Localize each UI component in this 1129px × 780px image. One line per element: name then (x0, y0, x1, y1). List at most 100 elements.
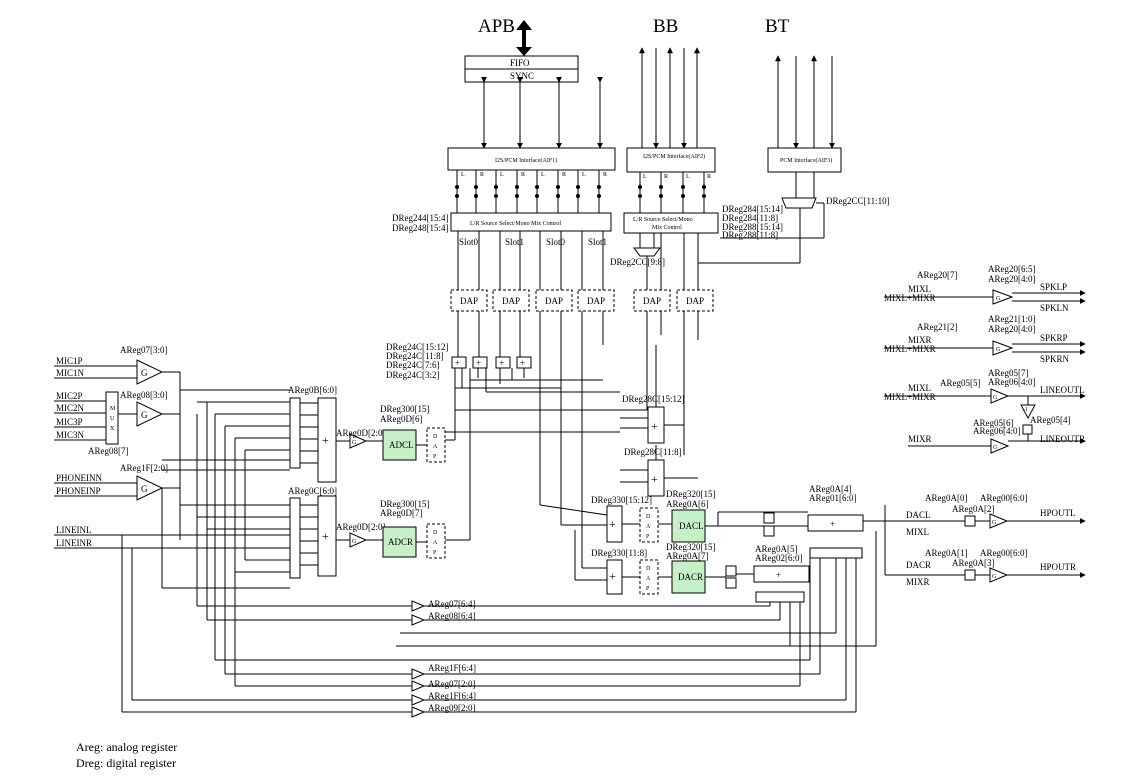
svg-text:AReg0A[5]: AReg0A[5] (755, 544, 798, 554)
svg-text:MIXL: MIXL (906, 527, 929, 537)
svg-text:AReg07[2:0]: AReg07[2:0] (428, 679, 476, 689)
svg-text:AReg07[6:4]: AReg07[6:4] (428, 599, 476, 609)
svg-text:+: + (322, 433, 329, 447)
svg-text:L: L (461, 172, 465, 178)
svg-text:DReg288[11:8]: DReg288[11:8] (722, 230, 778, 240)
svg-text:DAP: DAP (686, 296, 704, 306)
input-bus (121, 372, 290, 712)
svg-text:+: + (476, 358, 481, 368)
svg-text:AReg21[1:0]: AReg21[1:0] (988, 314, 1036, 324)
svg-text:AReg0A[6]: AReg0A[6] (666, 499, 709, 509)
svg-text:DReg24C[11:8]: DReg24C[11:8] (386, 351, 444, 361)
svg-text:P: P (646, 586, 650, 592)
svg-text:X: X (110, 426, 115, 432)
svg-text:AReg1F[6:4]: AReg1F[6:4] (428, 691, 476, 701)
hpout-chains: AReg0A[0] AReg00[6:0] AReg0A[2] DACL MIX… (885, 493, 1086, 587)
aif1-block: I2S/PCM Interface(AIF1) (447, 147, 616, 171)
svg-text:G: G (992, 520, 997, 526)
svg-text:G: G (993, 445, 998, 451)
adder-feed-lines (454, 368, 650, 411)
bb-label: BB (653, 16, 678, 37)
svg-text:AReg0A[3]: AReg0A[3] (952, 558, 995, 568)
svg-text:L: L (686, 174, 690, 180)
apb-label: APB (478, 16, 515, 37)
svg-text:AReg09[2:0]: AReg09[2:0] (428, 703, 476, 713)
speaker-section: AReg20[7] AReg20[6:5] AReg20[4:0] MIXL M… (884, 264, 1086, 454)
svg-text:L: L (541, 172, 545, 178)
svg-text:AReg07[3:0]: AReg07[3:0] (120, 345, 168, 355)
svg-text:DReg24C[15:12]: DReg24C[15:12] (386, 342, 449, 352)
svg-text:PHONEINP: PHONEINP (56, 486, 101, 496)
svg-text:DACL: DACL (906, 510, 931, 520)
svg-text:D: D (433, 530, 438, 536)
bt-label: BT (765, 16, 790, 37)
svg-text:HPOUTR: HPOUTR (1040, 562, 1076, 572)
svg-text:DACR: DACR (678, 572, 703, 582)
svg-text:A: A (433, 444, 438, 450)
svg-text:LINEINL: LINEINL (56, 525, 92, 535)
svg-text:L: L (582, 172, 586, 178)
bypass-amps: AReg07[6:4] AReg08[6:4] AReg1F[6:4] AReg… (122, 531, 877, 718)
svg-text:MIXL+MIXR: MIXL+MIXR (884, 293, 936, 303)
svg-text:MIC2N: MIC2N (56, 403, 85, 413)
svg-text:AReg05[7]: AReg05[7] (988, 368, 1029, 378)
svg-text:DReg288[15:14]: DReg288[15:14] (722, 222, 783, 232)
svg-text:DAP: DAP (460, 296, 478, 306)
dreg244-label: DReg244[15:4] (392, 213, 449, 223)
svg-text:-1: -1 (1023, 407, 1028, 413)
svg-text:+: + (499, 358, 504, 368)
svg-text:MIXL: MIXL (908, 284, 931, 294)
svg-text:D: D (646, 566, 651, 572)
svg-text:+: + (455, 358, 460, 368)
svg-text:G: G (993, 395, 998, 401)
aif1-label: I2S/PCM Interface(AIF1) (495, 157, 557, 164)
aif3-label: PCM Interface(AIF3) (780, 157, 832, 164)
svg-text:R: R (707, 174, 711, 180)
adcl-mixer: AReg0B[6:0] + G AReg0D[2:0] (288, 385, 386, 483)
svg-text:SPKLN: SPKLN (1040, 303, 1069, 313)
svg-text:AReg0A[4]: AReg0A[4] (809, 484, 852, 494)
svg-text:DReg28C[11:8]: DReg28C[11:8] (624, 447, 682, 457)
svg-text:Slot0: Slot0 (546, 237, 566, 247)
svg-text:DReg284[15:14]: DReg284[15:14] (722, 204, 783, 214)
svg-text:MIC3N: MIC3N (56, 430, 85, 440)
svg-text:G: G (352, 539, 357, 545)
svg-text:U: U (110, 416, 115, 422)
svg-text:G: G (141, 410, 148, 420)
svg-text:A: A (433, 540, 438, 546)
svg-text:SPKRP: SPKRP (1040, 333, 1068, 343)
svg-text:Slot0: Slot0 (459, 237, 479, 247)
svg-text:AReg06[4:0]: AReg06[4:0] (988, 377, 1036, 387)
svg-text:AReg20[4:0]: AReg20[4:0] (988, 324, 1036, 334)
mic1p-label: MIC1P (56, 356, 83, 366)
svg-text:G: G (141, 484, 148, 494)
dap-row: DAP DAP DAP DAP DAP DAP (450, 289, 714, 312)
svg-text:SPKRN: SPKRN (1040, 354, 1070, 364)
svg-text:AReg0A[7]: AReg0A[7] (666, 551, 709, 561)
svg-text:L: L (500, 172, 504, 178)
svg-text:AReg0D[2:0]: AReg0D[2:0] (336, 522, 386, 532)
svg-text:AReg08[6:4]: AReg08[6:4] (428, 611, 476, 621)
svg-text:DReg24C[7:6]: DReg24C[7:6] (386, 360, 440, 370)
svg-text:+: + (651, 419, 658, 433)
svg-text:AReg1F[2:0]: AReg1F[2:0] (120, 463, 168, 473)
svg-text:A: A (646, 524, 651, 530)
aif2-label: I2S/PCM Interface(AIF2) (643, 153, 705, 160)
svg-text:AReg05[6]: AReg05[6] (973, 418, 1014, 428)
dreg28c-adders: + + DReg28C[15:12] DReg28C[11:8] (620, 345, 685, 497)
svg-text:G: G (996, 296, 1001, 302)
mic1n-label: MIC1N (56, 368, 85, 378)
svg-text:DReg320[15]: DReg320[15] (666, 542, 716, 552)
svg-text:G: G (992, 574, 997, 580)
svg-text:MIC2P: MIC2P (56, 391, 83, 401)
svg-text:G: G (996, 347, 1001, 353)
svg-text:MIXR: MIXR (908, 335, 932, 345)
svg-text:HPOUTL: HPOUTL (1040, 508, 1076, 518)
svg-text:+: + (830, 519, 835, 529)
svg-text:SPKLP: SPKLP (1040, 282, 1067, 292)
dap-output-lines (457, 311, 699, 505)
svg-text:LINEOUTL: LINEOUTL (1040, 385, 1085, 395)
svg-text:PHONEINN: PHONEINN (56, 473, 102, 483)
svg-text:AReg00[6:0]: AReg00[6:0] (980, 493, 1028, 503)
svg-text:AReg0D[6]: AReg0D[6] (380, 414, 423, 424)
